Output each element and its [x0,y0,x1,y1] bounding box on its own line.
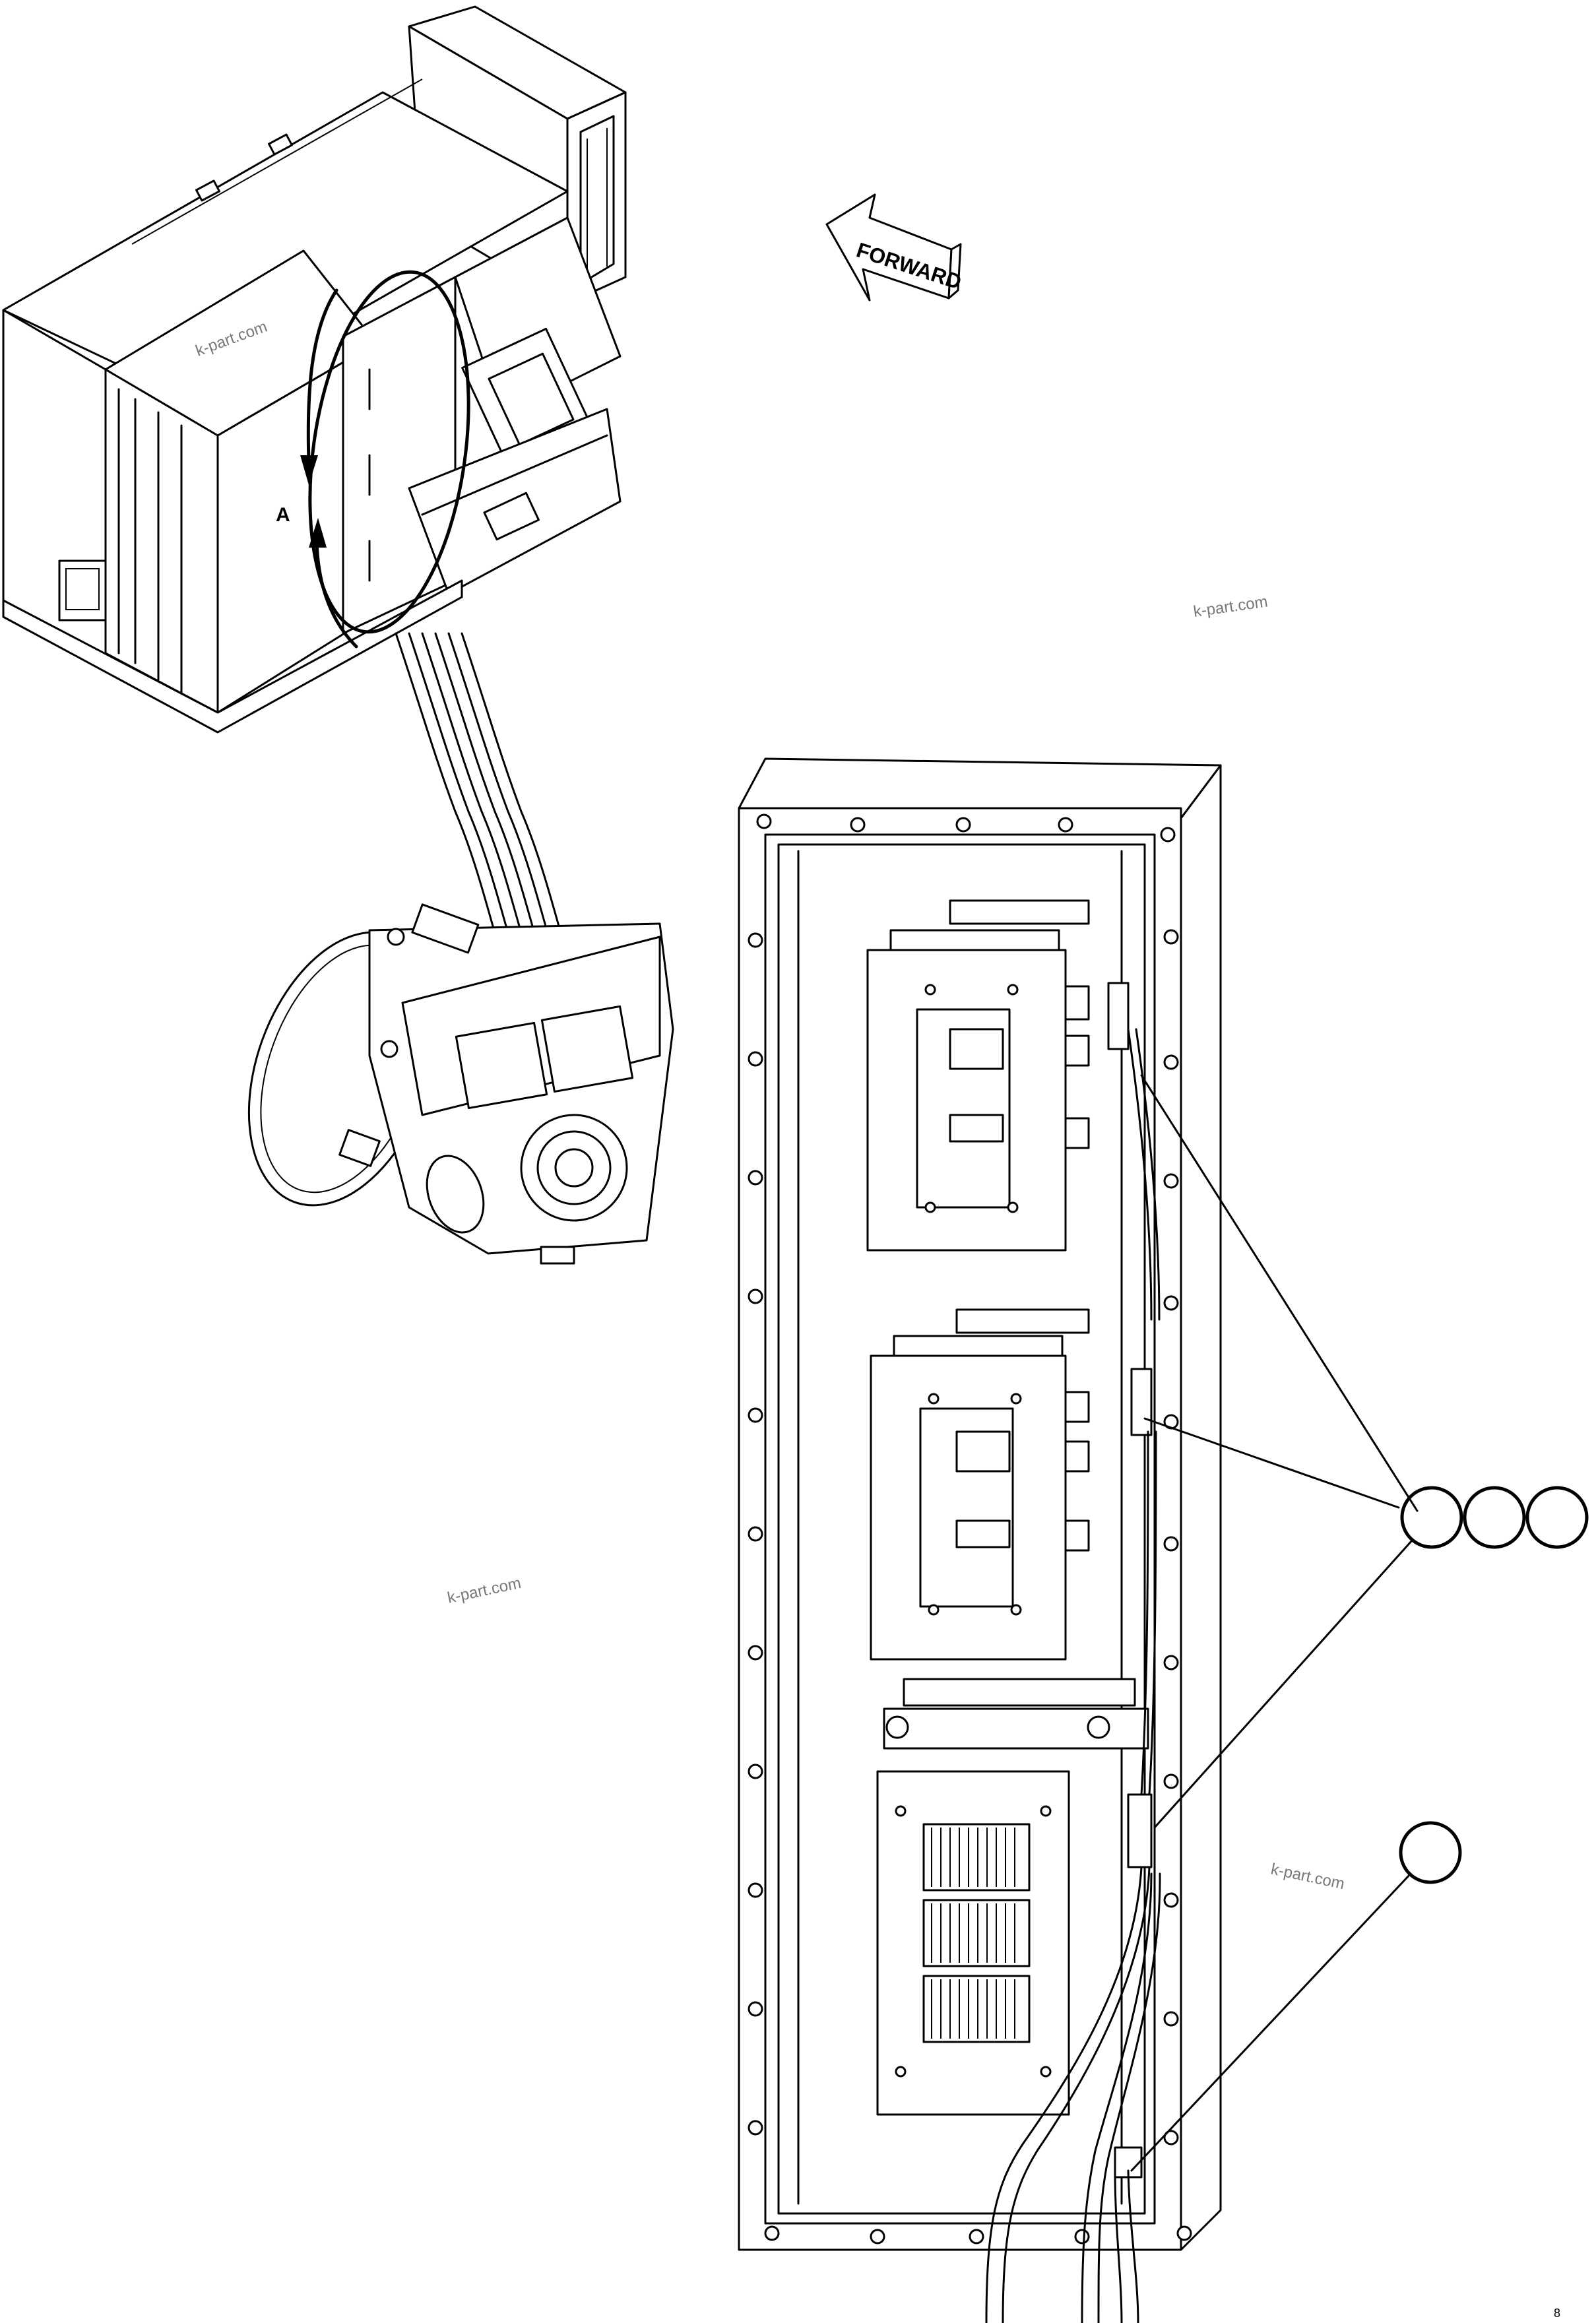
detail-circle [308,270,470,634]
contactor-2 [870,1308,1090,1661]
contactor-1 [866,899,1090,1252]
cabinet-side-face [1180,764,1222,2251]
internal-cables [985,1028,1161,2323]
cable-bundle [395,632,569,958]
cabinet-base-frame [2,579,463,734]
page-mark: 8 [1554,2307,1560,2320]
connector-panel [342,276,457,635]
perimeter-bolts [748,813,1192,2244]
callout-circle-4 [1399,1821,1462,1884]
callout-circle-2 [1463,1486,1526,1549]
traction-motor [247,903,674,1265]
callout-circle-3 [1525,1486,1589,1549]
terminal-brackets [1107,982,1153,2179]
view-a-label: A [276,504,290,526]
callout-leaders [1130,1074,1419,2172]
forward-direction-arrow: FORWARD [825,193,965,302]
contactor-cabinet [738,757,1222,2323]
cooling-fins [931,1828,1015,2039]
contactor-3 [876,1678,1149,2116]
equipment-cabinet-assembly: A k-part.com [2,5,627,734]
callout-circle-1 [1400,1486,1463,1549]
